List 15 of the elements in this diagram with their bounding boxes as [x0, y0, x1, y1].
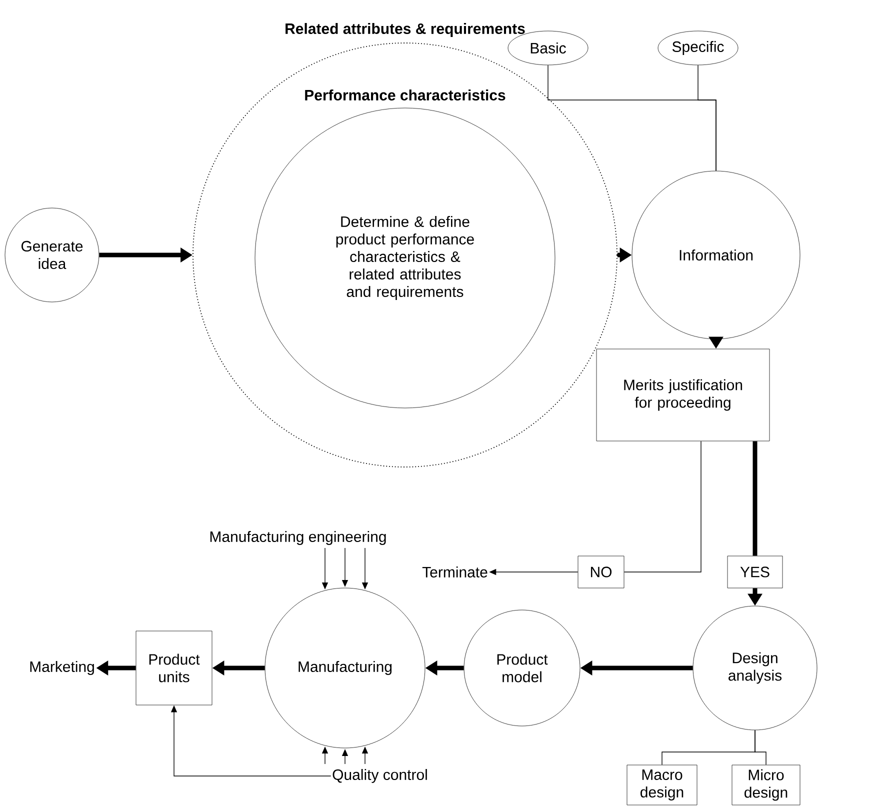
connector-line: [754, 730, 766, 766]
node-label: Performance characteristics: [305, 89, 506, 100]
process-box: Product units: [136, 630, 212, 706]
input-label: Quality control: [332, 769, 427, 783]
connector-line: [752, 441, 758, 556]
input-label: Manufacturing engineering: [210, 531, 386, 545]
connector-line: [624, 440, 702, 572]
answer-box: NO: [578, 556, 624, 588]
answer-box: YES: [727, 556, 783, 588]
process-box: Macro design: [626, 764, 698, 806]
connector-line: [698, 64, 716, 172]
output-label: Marketing: [30, 661, 94, 675]
output-label: Terminate: [422, 566, 488, 578]
process-box: Micro design: [732, 764, 800, 806]
decision-box: Merits justification for proceeding: [596, 348, 770, 442]
